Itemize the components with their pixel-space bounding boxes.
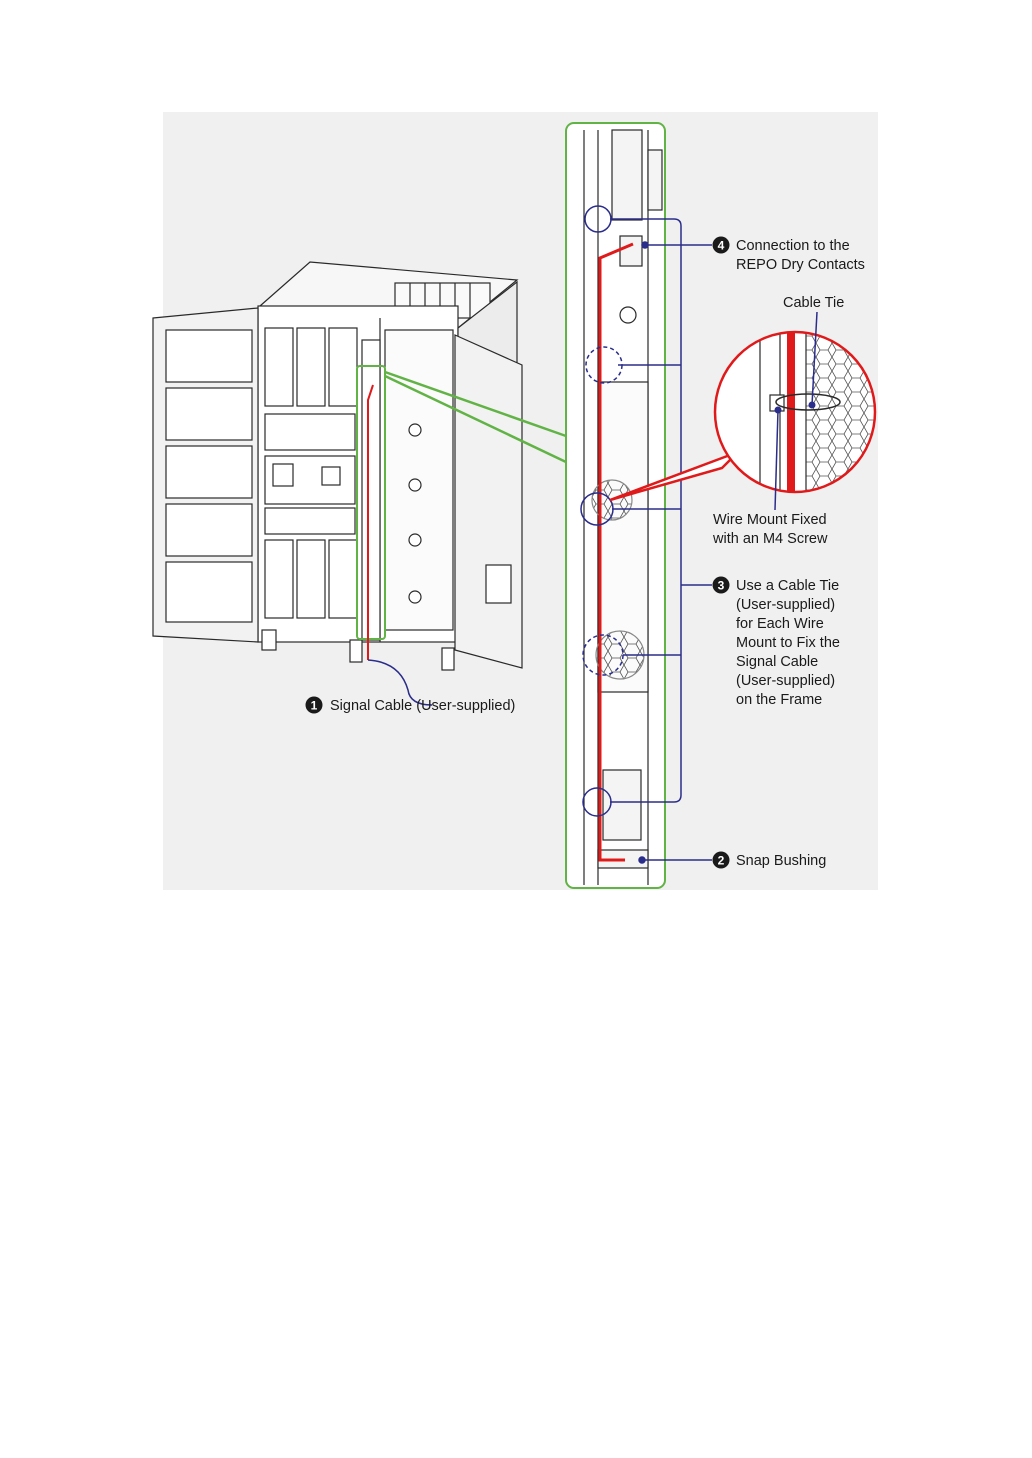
callout-3-line-1: Use a Cable Tie — [736, 578, 839, 594]
callout-4-number: 4 — [718, 239, 725, 253]
cable-tie-label: Cable Tie — [783, 295, 844, 311]
callout-1: 1 Signal Cable (User-supplied) — [306, 697, 516, 715]
callout-2-label: Snap Bushing — [736, 853, 826, 869]
callout-4-line-1: Connection to the — [736, 238, 850, 254]
callout-3-line-3: for Each Wire — [736, 616, 824, 632]
callout-3-line-7: on the Frame — [736, 692, 822, 708]
wire-mount-label-line-2: with an M4 Screw — [712, 531, 828, 547]
cabinet-overview — [153, 262, 522, 670]
callout-3-line-6: (User-supplied) — [736, 673, 835, 689]
callout-3-line-5: Signal Cable — [736, 654, 818, 670]
callout-3-number: 3 — [718, 579, 725, 593]
callout-1-label: Signal Cable (User-supplied) — [330, 698, 515, 714]
callout-3-line-2: (User-supplied) — [736, 597, 835, 613]
callout-2-number: 2 — [718, 854, 725, 868]
callout-3-line-4: Mount to Fix the — [736, 635, 840, 651]
callout-1-number: 1 — [311, 699, 318, 713]
callout-4-line-2: REPO Dry Contacts — [736, 257, 865, 273]
wire-mount-label-line-1: Wire Mount Fixed — [713, 512, 827, 528]
